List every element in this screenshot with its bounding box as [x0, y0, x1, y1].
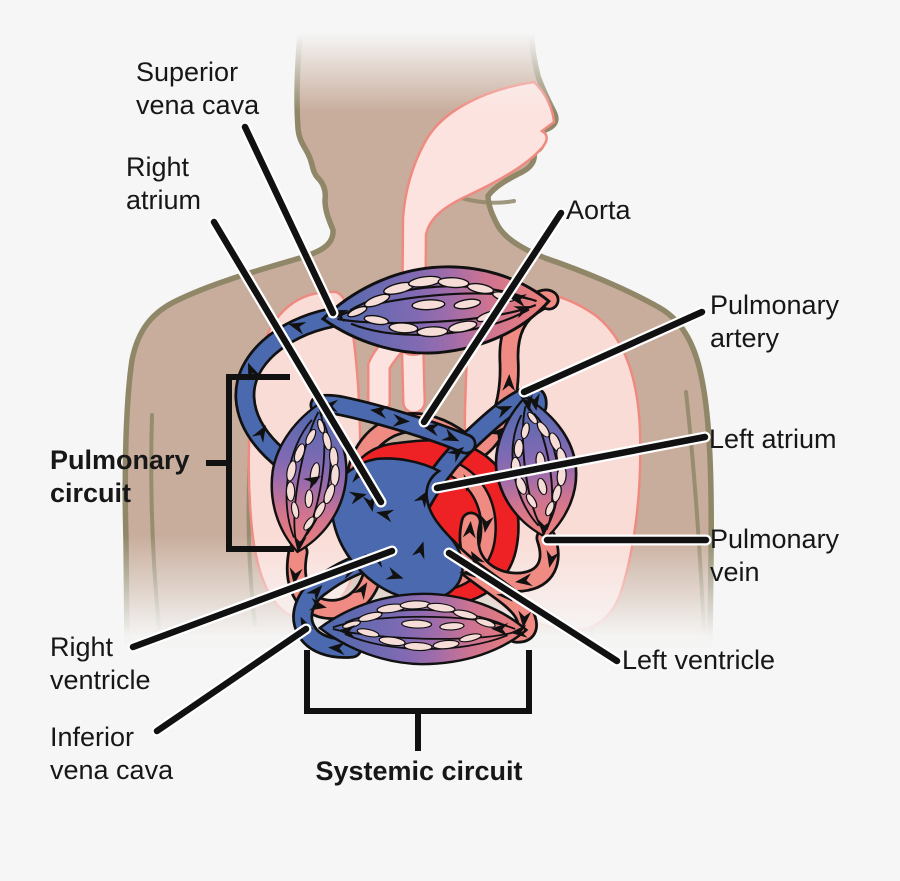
label-systemic-circuit: Systemic circuit — [315, 756, 523, 786]
label-pulmonary-circuit: Pulmonary circuit — [50, 445, 190, 508]
leader-left-atrium — [431, 431, 711, 494]
leader-right-ventricle — [127, 545, 398, 653]
label-pulmonary-vein: Pulmonary vein — [710, 524, 840, 587]
leader-inferior-vena-cava — [151, 623, 312, 737]
label-right-ventricle: Right ventricle — [50, 632, 151, 695]
label-inferior-vena-cava: Inferior vena cava — [50, 722, 174, 785]
pharynx-trachea — [400, 80, 556, 356]
leader-left-ventricle — [443, 547, 623, 667]
label-right-atrium: Right atrium — [126, 152, 202, 215]
label-aorta: Aorta — [566, 195, 631, 225]
label-superior-vena-cava: Superior vena cava — [136, 57, 260, 120]
brackets — [206, 374, 532, 751]
leader-superior-vena-cava — [239, 121, 339, 319]
label-pulmonary-artery: Pulmonary artery — [710, 290, 840, 353]
head-fade — [0, 0, 900, 112]
leader-lines — [127, 121, 712, 737]
leader-right-atrium — [208, 216, 387, 508]
leader-aorta — [418, 207, 567, 428]
label-left-atrium: Left atrium — [709, 424, 837, 454]
leader-pulmonary-artery — [518, 306, 708, 398]
label-left-ventricle: Left ventricle — [622, 645, 776, 675]
